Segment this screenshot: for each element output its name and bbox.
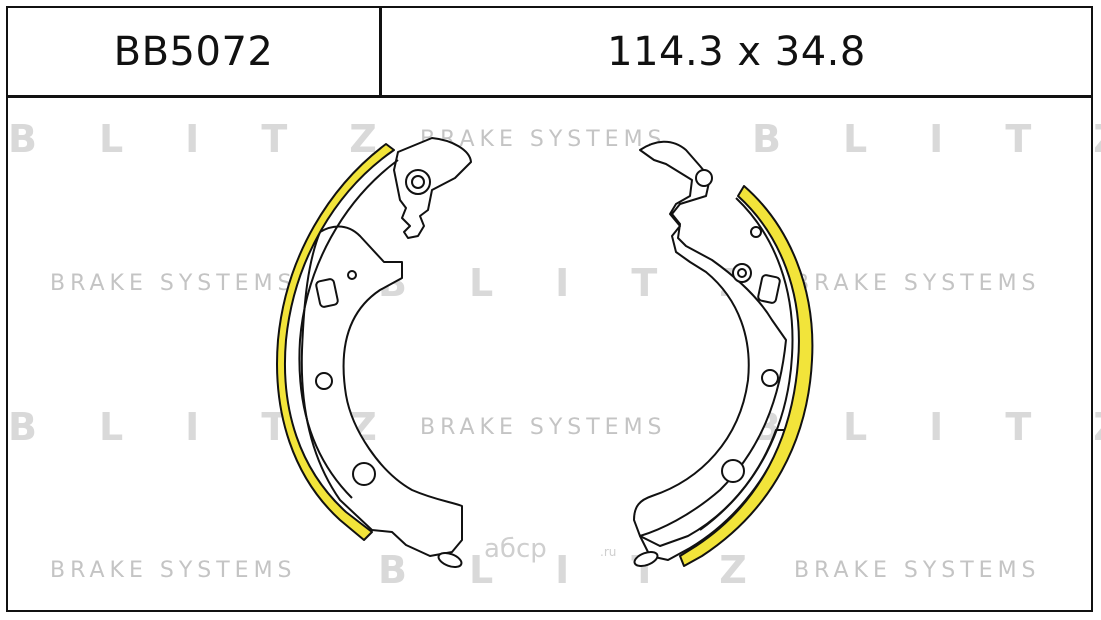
shoe-dimensions: 114.3 x 34.8 — [607, 28, 866, 75]
shoe-rim-left — [298, 159, 399, 499]
watermark-tagline: BRAKE SYSTEMS — [420, 415, 667, 440]
adjuster-hole-left — [352, 462, 376, 486]
pivot-hole-inner-left — [411, 175, 425, 189]
slot-hole-left — [315, 278, 339, 308]
pin-hole-right — [750, 226, 762, 238]
shoe-web-right — [633, 140, 787, 537]
watermark-layer: BLITZ BLITZ BRAKE SYSTEMS BRAKE SYSTEMS … — [8, 117, 1101, 592]
shoe-web-left — [300, 137, 472, 557]
shoe-rim-right — [699, 197, 794, 531]
watermark-tagline: BRAKE SYSTEMS — [794, 271, 1041, 296]
spring-hole-right — [761, 369, 779, 387]
pivot-hole-inner-right — [737, 268, 747, 278]
end-hole-right — [633, 551, 659, 567]
end-hole-left — [437, 552, 463, 568]
part-number: BB5072 — [113, 28, 274, 75]
shoe-lining-left — [276, 143, 395, 541]
watermark-tagline: BRAKE SYSTEMS — [50, 558, 297, 583]
drawing-frame — [6, 6, 1093, 612]
watermark-brand: BLITZ — [752, 117, 1101, 161]
watermark-tagline: BRAKE SYSTEMS — [50, 271, 297, 296]
shoe-lining-right — [679, 185, 814, 567]
watermark-brand: BLITZ — [378, 261, 809, 305]
pin-hole-left — [347, 270, 357, 280]
watermark-shop-logo: aбcp — [484, 534, 547, 564]
watermark-brand: BLITZ — [752, 405, 1101, 449]
brake-shoe-left — [276, 137, 472, 568]
adjuster-hole-right — [721, 459, 745, 483]
header-divider — [6, 95, 1093, 98]
watermark-brand: BLITZ — [8, 117, 439, 161]
watermark-brand: BLITZ — [8, 405, 439, 449]
spring-hole-left — [315, 372, 333, 390]
watermark-tagline: BRAKE SYSTEMS — [794, 558, 1041, 583]
header-separator — [379, 6, 382, 96]
watermark-shop-logo-suffix: .ru — [600, 545, 616, 559]
upper-hole-right — [695, 169, 713, 187]
brake-shoe-right — [633, 140, 814, 567]
slot-hole-right — [757, 274, 781, 304]
